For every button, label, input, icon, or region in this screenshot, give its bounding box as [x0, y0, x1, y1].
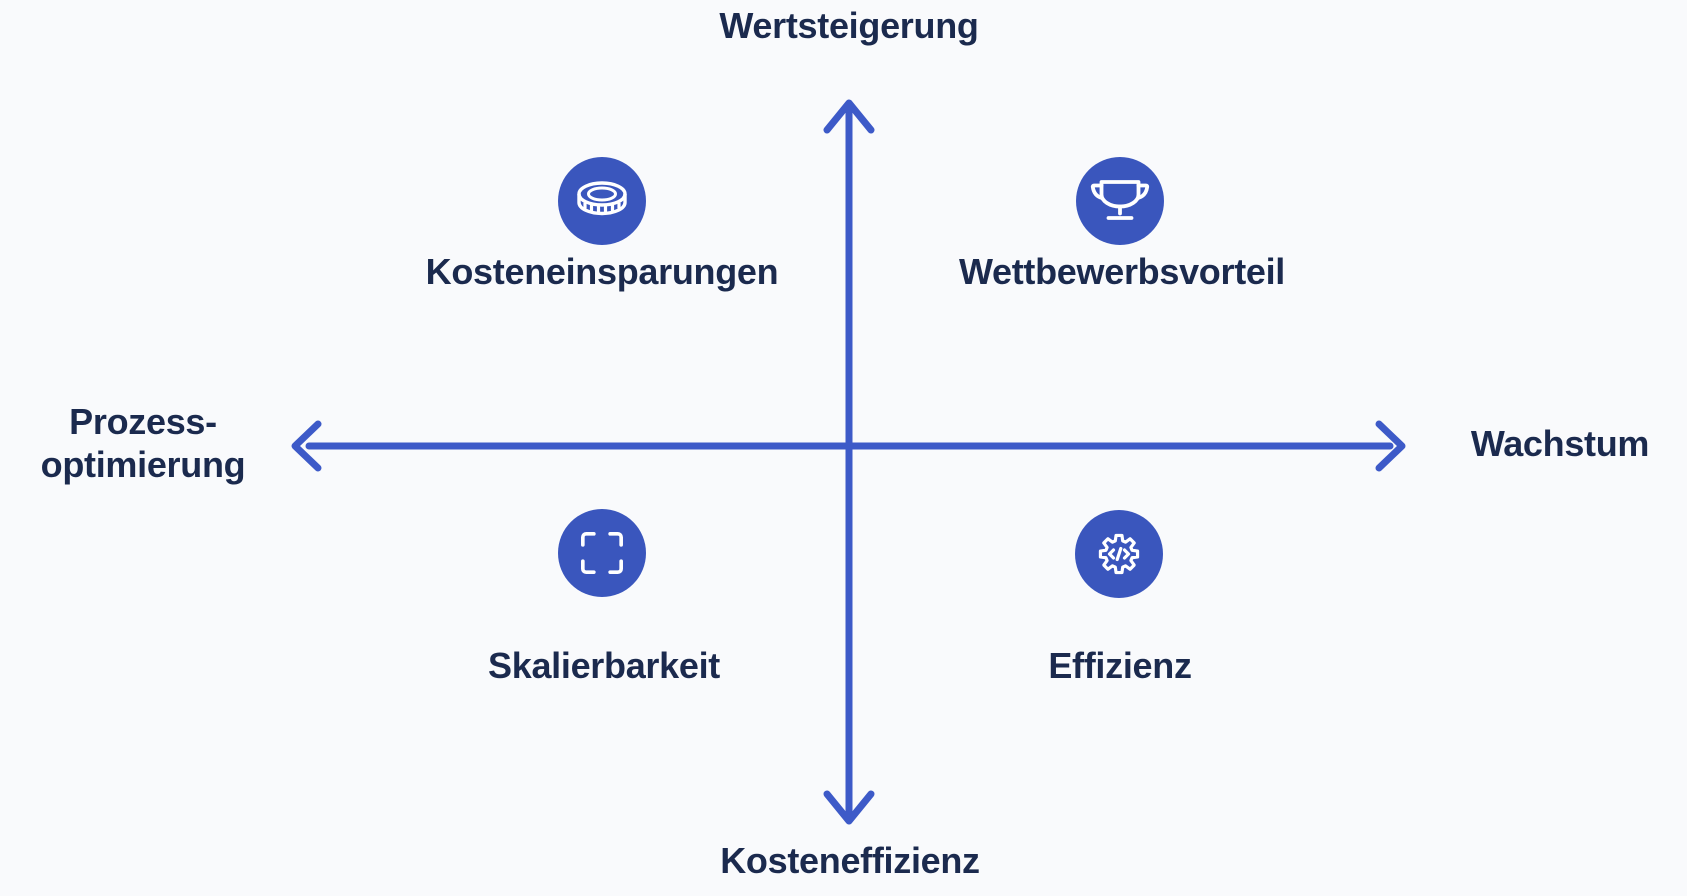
- quadrant-label-bottom-right: Effizienz: [1048, 645, 1192, 686]
- axis-label-right: Wachstum: [1470, 423, 1650, 464]
- quadrant-label-top-right: Wettbewerbsvorteil: [958, 251, 1286, 292]
- arrowhead-left-icon: [291, 420, 322, 472]
- trophy-icon: [1076, 157, 1164, 245]
- gear-code-icon: [1075, 510, 1163, 598]
- arrowhead-right-icon: [1375, 420, 1406, 472]
- quadrant-label-bottom-left: Skalierbarkeit: [488, 645, 720, 686]
- axis-label-left: Prozess-optimierung: [41, 400, 246, 486]
- horizontal-axis-arrow: [291, 420, 1406, 472]
- quadrant-label-top-left: Kosteneinsparungen: [425, 251, 779, 292]
- axis-label-left-line2: optimierung: [40, 444, 246, 485]
- axis-label-left-line1: Prozess-: [69, 401, 217, 442]
- coin-icon: [558, 157, 646, 245]
- axis-label-bottom: Kosteneffizienz: [720, 840, 980, 881]
- arrowhead-up-icon: [823, 99, 875, 134]
- axis-label-top: Wertsteigerung: [719, 5, 979, 46]
- expand-icon: [558, 509, 646, 597]
- arrowhead-down-icon: [823, 790, 875, 825]
- vertical-axis-arrow: [823, 99, 875, 825]
